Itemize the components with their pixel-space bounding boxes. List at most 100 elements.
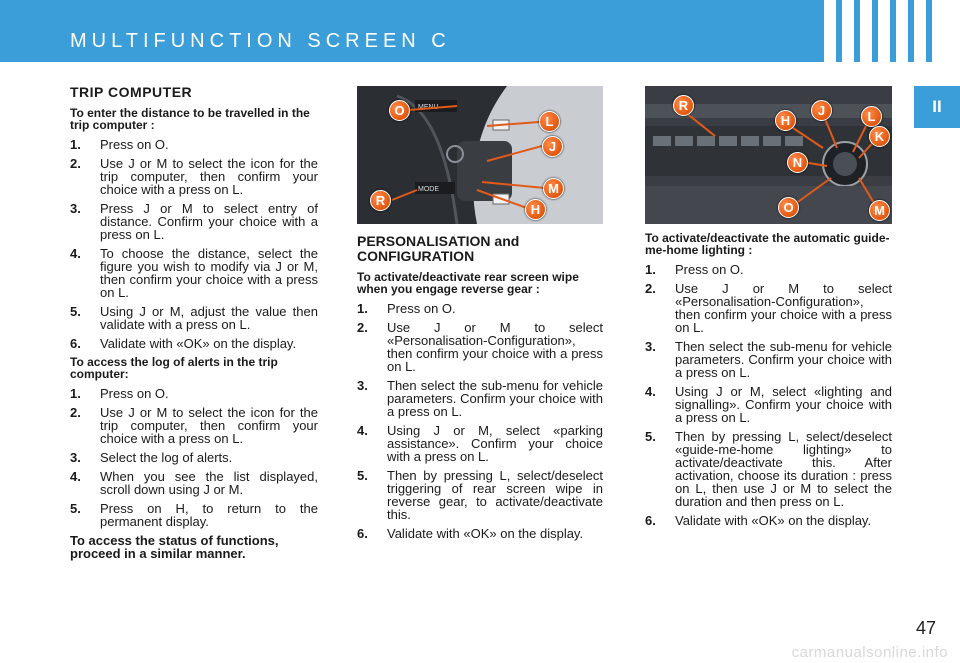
step-text: Then select the sub-menu for vehicle par… [387, 378, 603, 419]
page-title: MULTIFUNCTION SCREEN C [70, 30, 451, 52]
radio-photo: R H J L K N O M [645, 86, 892, 224]
stalk-photo: MENU MODE O L J M R H [357, 86, 603, 224]
chapter-tab: II [914, 86, 960, 128]
trip-sub2: To access the log of alerts in the trip … [70, 355, 278, 381]
step-number: 6. [645, 513, 656, 528]
step-item: 6. Validate with «OK» on the display. [70, 337, 318, 350]
label-H: H [525, 199, 546, 220]
step-number: 5. [357, 468, 368, 483]
label-R2: R [673, 95, 694, 116]
step-item: 2. Use J or M to select the icon for the … [70, 406, 318, 445]
step-text: Using J or M, select «lighting and signa… [675, 384, 892, 425]
step-number: 2. [70, 405, 81, 420]
personal-steps: 1.Press on O. 2. Use J or M to select «Per… [357, 302, 603, 540]
step-item: 5. Then by pressing L, select/deselect tr… [357, 469, 603, 521]
label-J: J [542, 136, 563, 157]
step-item: 1. Press on O. [70, 138, 318, 151]
label-L: L [539, 111, 560, 132]
step-number: 2. [645, 281, 656, 296]
step-text: To choose the distance, select the figur… [100, 246, 318, 300]
step-item: 2. Use J or M to select «Personalisation-… [645, 282, 892, 334]
trip-steps1: 1. Press on O. 2. Use J or M to select the … [70, 138, 318, 350]
step-text: Use J or M to select the icon for the tr… [100, 156, 318, 197]
step-text: Using J or M, select «parking assistance… [387, 423, 603, 464]
step-number: 4. [70, 246, 81, 261]
step-item: 6. Validate with «OK» on the display. [357, 527, 603, 540]
step-item: 3. Press J or M to select entry of distan… [70, 202, 318, 241]
step-item: 3. Then select the sub-menu for vehicle p… [645, 340, 892, 379]
step-number: 4. [357, 423, 368, 438]
step-item: 2. Use J or M to select «Personalisation-… [357, 321, 603, 373]
trip-closing: To access the status of functions, proce… [70, 533, 279, 561]
step-number: 5. [645, 429, 656, 444]
step-number: 5. [70, 501, 81, 516]
step-item: 4. To choose the distance, select the fig… [70, 247, 318, 299]
label-N2: N [787, 152, 808, 173]
personalisation-section: PERSONALISATION and CONFIGURATION To act… [357, 234, 603, 546]
step-item: 3. Select the log of alerts. [70, 451, 318, 464]
guide-steps: 1. Press on O. 2. Use J or M to select «Per… [645, 263, 892, 527]
step-text: When you see the list displayed, scroll … [100, 469, 318, 497]
step-text: Press on O. [387, 301, 456, 316]
label-M2: M [869, 200, 890, 221]
step-text: Select the log of alerts. [100, 450, 233, 465]
step-number: 1. [70, 137, 81, 152]
step-text: Use J or M to select «Personalisation-Co… [387, 320, 603, 374]
guide-sub: To activate/deactivate the automatic gui… [645, 231, 890, 257]
step-item: 4.When you see the list displayed, scrol… [70, 470, 318, 496]
step-item: 1.Press on O. [357, 302, 603, 315]
step-text: Press on O. [675, 262, 744, 277]
step-number: 2. [357, 320, 368, 335]
step-item: 6. Validate with «OK» on the display. [645, 514, 892, 527]
step-item: 1. Press on O. [645, 263, 892, 276]
step-text: Use J or M to select the icon for the tr… [100, 405, 318, 446]
step-item: 2. Use J or M to select the icon for the … [70, 157, 318, 196]
step-text: Press on O. [100, 386, 169, 401]
step-item: 5. Using J or M, adjust the value then va… [70, 305, 318, 331]
step-text: Validate with «OK» on the display. [100, 336, 297, 351]
step-item: 1. Press on O. [70, 387, 318, 400]
step-item: 5.Then by pressing L, select/deselect «g… [645, 430, 892, 508]
step-number: 2. [70, 156, 81, 171]
step-number: 6. [357, 526, 368, 541]
guide-me-home-section: To activate/deactivate the automatic gui… [645, 232, 892, 533]
step-number: 3. [357, 378, 368, 393]
step-text: Validate with «OK» on the display. [387, 526, 584, 541]
step-item: 5. Press on H, to return to the permanent… [70, 502, 318, 528]
page-header: MULTIFUNCTION SCREEN C [0, 0, 960, 62]
trip-steps2: 1. Press on O. 2. Use J or M to select the … [70, 387, 318, 528]
step-item: 3. Then select the sub-menu for vehicle p… [357, 379, 603, 418]
step-text: Validate with «OK» on the display. [675, 513, 872, 528]
step-number: 3. [645, 339, 656, 354]
step-number: 1. [70, 386, 81, 401]
step-number: 4. [645, 384, 656, 399]
label-R: R [370, 190, 391, 211]
step-item: 4. Using J or M, select «lighting and sig… [645, 385, 892, 424]
step-item: 4. Using J or M, select «parking assistan… [357, 424, 603, 463]
label-O: O [389, 100, 410, 121]
mode-label: MODE [418, 186, 439, 193]
watermark: carmanualsonline.info [791, 644, 948, 661]
page-number: 47 [915, 618, 936, 638]
step-number: 1. [645, 262, 656, 277]
step-text: Press on H, to return to the permanent d… [100, 501, 318, 529]
personal-sub: To activate/deactivate rear screen wipe … [357, 270, 579, 296]
step-number: 5. [70, 304, 81, 319]
header-stripes [824, 0, 960, 62]
trip-sub1: To enter the distance to be travelled in… [70, 106, 310, 132]
step-text: Then select the sub-menu for vehicle par… [675, 339, 892, 380]
step-text: Then by pressing L, select/deselect trig… [387, 468, 603, 522]
trip-computer-section: TRIP COMPUTER To enter the distance to b… [70, 85, 318, 561]
step-text: Press J or M to select entry of distance… [100, 201, 318, 242]
step-text: Press on O. [100, 137, 169, 152]
label-M: M [543, 178, 564, 199]
step-number: 6. [70, 336, 81, 351]
step-number: 3. [70, 450, 81, 465]
step-number: 3. [70, 201, 81, 216]
step-text: Use J or M to select «Personalisation-Co… [675, 281, 892, 335]
label-O2: O [778, 197, 799, 218]
label-J2: J [811, 100, 832, 121]
label-H2: H [775, 110, 796, 131]
label-K2: K [869, 126, 890, 147]
step-text: Using J or M, adjust the value then vali… [100, 304, 318, 332]
